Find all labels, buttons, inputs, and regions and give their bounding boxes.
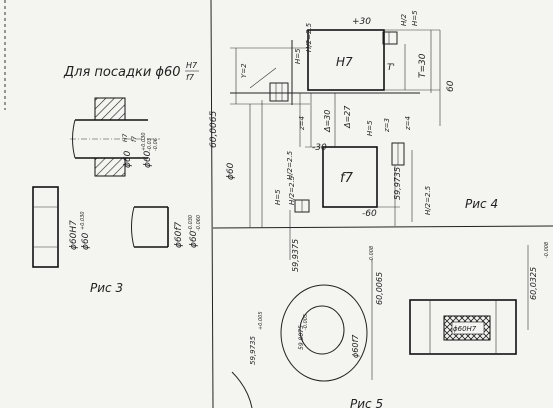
fig4-f7-box	[322, 146, 378, 208]
fig4-y2: Y=2	[240, 63, 248, 78]
fig3-hole-hatched-top	[94, 97, 126, 121]
fig3-shaft-tol-lower: -0.06	[153, 138, 159, 151]
fig5-ring-inner	[299, 305, 345, 355]
fig4-d599375: 59,9375	[291, 239, 300, 272]
fig4-z4-right: z=4	[404, 116, 412, 131]
fig3-shaft-tol-upper: +0.030	[141, 132, 147, 151]
fig4-z3: z=3	[383, 118, 391, 133]
fig4-sixty: 60	[446, 80, 456, 92]
fig3-shaft-tol2-lower: -0.060	[196, 215, 202, 231]
fig5-d599735: 59,9735	[249, 336, 257, 365]
fig3-shaft-tol2: ϕ60	[189, 230, 199, 248]
fig4-h7-box	[307, 29, 385, 91]
fig3-title: Для посадки ϕ60 H7 f7	[63, 61, 199, 82]
fig3-fit-top: H7	[122, 133, 129, 142]
fig5-d600325-sub: -0.008	[544, 242, 550, 258]
fig5-caption: Рис 5	[350, 397, 383, 408]
fig4-h2-low-right: H/2=2.5	[424, 185, 432, 215]
fig3-shaft-tol: ϕ60	[143, 150, 153, 168]
fig3-title-frac-top: H7	[186, 61, 198, 70]
fig5-partial-arc	[231, 371, 253, 408]
fig5-d600065-sub: -0.008	[369, 246, 375, 262]
fig5-d600325: 60,0325	[529, 267, 538, 300]
fig4-t30: T=30	[418, 53, 428, 78]
fig4-minus30: -30	[312, 143, 327, 153]
fig4-h2-top: H/2	[400, 13, 408, 26]
fig5-phi60f7: ϕ60f7	[351, 334, 360, 358]
fig4-z4-left: z=4	[298, 116, 306, 131]
fig4-diagram: H7 f7 +3	[209, 10, 456, 272]
fig5-ring-gauge: +0.005 -0.005 59,9735 59,8075 ϕ60f7 60,0…	[249, 246, 384, 382]
fig3-shaft-part: ϕ60f7 ϕ60 -0.030 -0.060	[131, 206, 202, 248]
fig3-title-frac-bottom: f7	[186, 73, 195, 82]
fig3-title-text: Для посадки ϕ60	[63, 65, 181, 80]
fig4-h5-right: H=5	[366, 120, 374, 136]
fig3-shaft-tol-mid: -0.03	[147, 138, 153, 151]
fig4-h2-left: H/2=2.5	[305, 22, 313, 52]
fig3-hole-tol-upper: +0.030	[80, 211, 86, 230]
fig3-fit-bottom: f7	[131, 136, 138, 142]
fig5-d598075: 59,8075	[298, 325, 305, 350]
fig4-h2-low: H/2=2.5	[288, 175, 296, 205]
fig3-shaft-label: ϕ60f7	[174, 221, 184, 248]
fig4-phi60: ϕ60	[226, 162, 236, 180]
fig3-hole-label: ϕ60H7	[69, 220, 79, 250]
fig3-assembly: ϕ60 H7 f7 ϕ60 +0.030 -0.03 -0.06	[70, 97, 160, 177]
fig4-caption: Рис 4	[465, 197, 498, 211]
fig4-t-prime: T'	[387, 63, 395, 73]
fig3-hole-tol: ϕ60	[81, 232, 91, 250]
fig4-d599735: 59,9735	[393, 167, 402, 200]
fig5-ring-outer	[280, 284, 368, 382]
fig4-h2-mid: H/2=2.5	[286, 150, 294, 180]
fig5-plug-body	[409, 299, 517, 355]
horizontal-divider	[212, 225, 553, 229]
fig4-minus60: -60	[362, 209, 377, 219]
fig5-phi60h7: ϕ60H7	[453, 325, 477, 333]
fig5-plug-gauge: ϕ60H7 60,0325 -0.008	[409, 242, 550, 355]
fig3-fit-label: ϕ60	[123, 150, 133, 168]
fig5-d600065: 60,0065	[375, 272, 384, 305]
fig5-ring-lower: -0.005	[303, 314, 309, 330]
fig4-f7-label: f7	[340, 171, 354, 186]
fig4-h5-low: H=5	[274, 189, 282, 205]
fig4-h5-top: H=5	[411, 10, 419, 26]
fig5-ring-upper: +0.005	[258, 311, 264, 330]
fig4-h7-label: H7	[336, 55, 353, 69]
fig4-delta27: Δ=27	[343, 105, 352, 129]
fig4-h5-left: H=5	[294, 48, 302, 64]
fig4-plus30: +30	[352, 17, 371, 27]
fig4-delta30: Δ=30	[323, 110, 332, 133]
fig3-caption: Рис 3	[90, 281, 123, 295]
fig3-hole-part: ϕ60H7 ϕ60 +0.030	[32, 186, 91, 268]
vertical-divider	[210, 0, 214, 408]
fig3-hole-hatched-bottom	[94, 157, 126, 177]
fig3-shaft-tol2-upper: -0.030	[188, 215, 194, 231]
fig4-d600065: 60,0065	[209, 111, 219, 148]
